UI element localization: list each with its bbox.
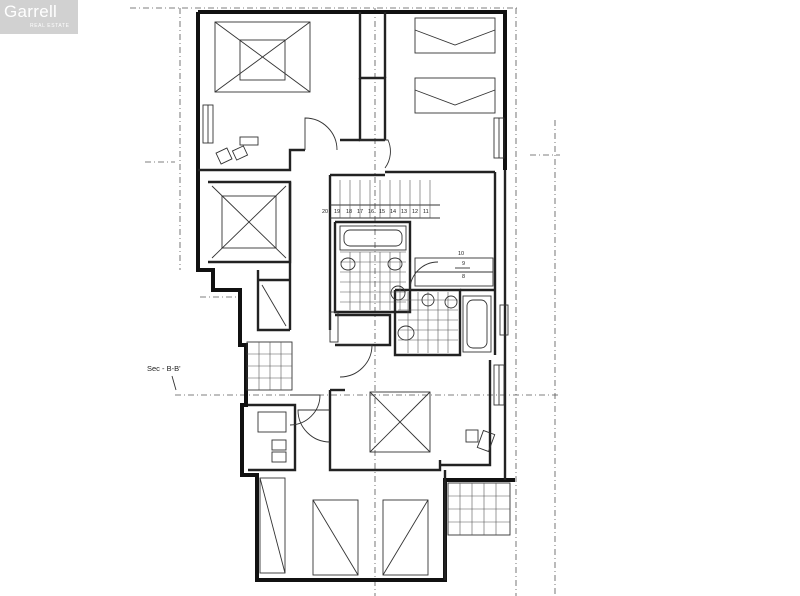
- stair-numbers: 20 19 18 17 16 15 14 13 12 11 10 9 8: [322, 209, 465, 280]
- landing-number: 10: [458, 251, 464, 257]
- stair-number: 12: [412, 209, 418, 215]
- reference-lines: [130, 7, 560, 596]
- brand-tagline: REAL ESTATE: [30, 23, 70, 29]
- stair-number: 17: [357, 209, 363, 215]
- step-number: 9: [462, 261, 465, 267]
- interior-walls: [198, 12, 497, 580]
- windows: [202, 104, 509, 406]
- stair-number: 14: [390, 209, 396, 215]
- doors: [289, 117, 439, 443]
- outer-walls: [196, 10, 515, 582]
- stair-number: 13: [401, 209, 407, 215]
- shaft: [211, 185, 287, 327]
- beds: [214, 17, 496, 576]
- desks: [215, 136, 496, 463]
- stair-number: 18: [346, 209, 352, 215]
- bathroom-1: [339, 225, 407, 310]
- balcony-2: [447, 482, 511, 536]
- stair-number: 11: [423, 209, 429, 215]
- stair-number: 15: [379, 209, 385, 215]
- section-marker: Sec - B-B': [147, 364, 181, 391]
- stairs: [330, 180, 494, 287]
- balcony-1: [246, 341, 293, 391]
- stair-number: 19: [334, 209, 340, 215]
- bathroom-2: [397, 292, 492, 353]
- brand-logo: Garrell REAL ESTATE: [0, 0, 78, 34]
- stair-number: 20: [322, 209, 328, 215]
- section-label: Sec - B-B': [147, 364, 181, 373]
- brand-name: Garrell: [4, 2, 58, 21]
- stair-number: 16: [368, 209, 374, 215]
- step-number: 8: [462, 274, 465, 280]
